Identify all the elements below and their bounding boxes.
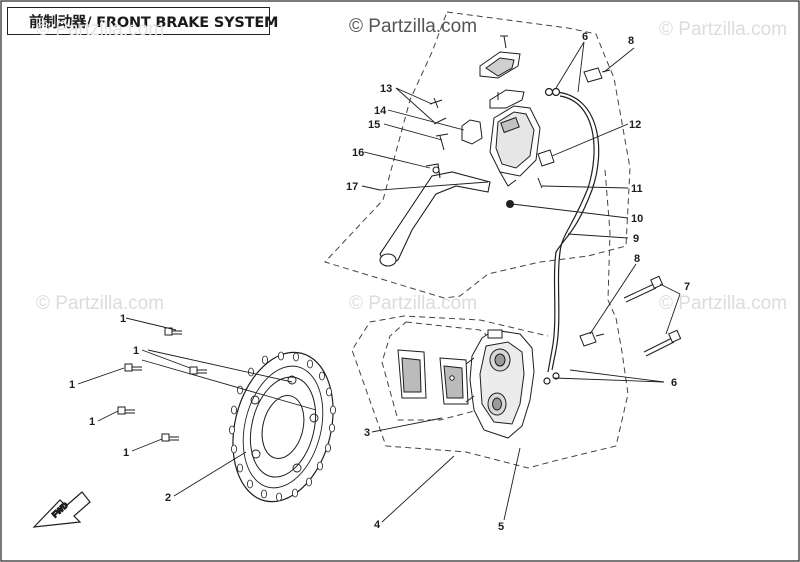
- part-label: 1: [89, 416, 95, 428]
- leader-lines: [77, 41, 681, 523]
- part-label: 1: [69, 379, 75, 391]
- disc-bolts: [117, 327, 207, 442]
- part-label: 6: [582, 31, 588, 43]
- part-label: 16: [352, 147, 364, 159]
- part-label: 14: [374, 105, 387, 117]
- diagram-title-box: 前制动器/ FRONT BRAKE SYSTEM: [7, 7, 278, 35]
- watermark: © Partzilla.com: [659, 293, 788, 314]
- part-label: 5: [498, 521, 504, 533]
- diagram-title: 前制动器/ FRONT BRAKE SYSTEM: [29, 14, 279, 31]
- banjo-bolts: [579, 67, 611, 347]
- part-label: 6: [671, 377, 677, 389]
- part-label: 12: [629, 119, 641, 131]
- brake-disc: [228, 351, 336, 503]
- part-label: 15: [368, 119, 380, 131]
- watermark: © Partzilla.com: [349, 293, 478, 314]
- watermark: © Partzilla.com: [349, 16, 478, 37]
- part-label: 7: [684, 281, 690, 293]
- part-label: 1: [123, 447, 129, 459]
- part-labels: 1 1 1 1 1 2 3 4 5 6 6 7 8 8 9 10 11 12 1…: [69, 31, 690, 533]
- part-label: 8: [634, 253, 640, 265]
- part-label: 9: [633, 233, 639, 245]
- brake-hose: [543, 87, 600, 385]
- watermark: © Partzilla.com: [36, 293, 165, 314]
- part-label: 10: [631, 213, 643, 225]
- group-outline-caliper: [351, 169, 629, 469]
- part-label: 8: [628, 35, 634, 47]
- part-label: 13: [380, 83, 392, 95]
- watermark: © Partzilla.com: [36, 19, 165, 40]
- part-label: 3: [364, 427, 370, 439]
- part-label: 17: [346, 181, 358, 193]
- caliper-bolts: [623, 275, 682, 357]
- watermark: © Partzilla.com: [659, 19, 788, 40]
- part-label: 11: [631, 183, 643, 195]
- brake-pads: [397, 349, 469, 405]
- part-label: 1: [120, 313, 126, 325]
- part-label: 2: [165, 492, 171, 504]
- part-label: 1: [133, 345, 139, 357]
- part-label: 4: [374, 519, 381, 531]
- group-outline-master-cylinder: [324, 11, 631, 299]
- master-cylinder: [429, 35, 555, 208]
- brake-lever: [379, 163, 491, 267]
- brake-caliper: [465, 329, 535, 439]
- fwd-arrow-icon: FWD: [32, 491, 91, 528]
